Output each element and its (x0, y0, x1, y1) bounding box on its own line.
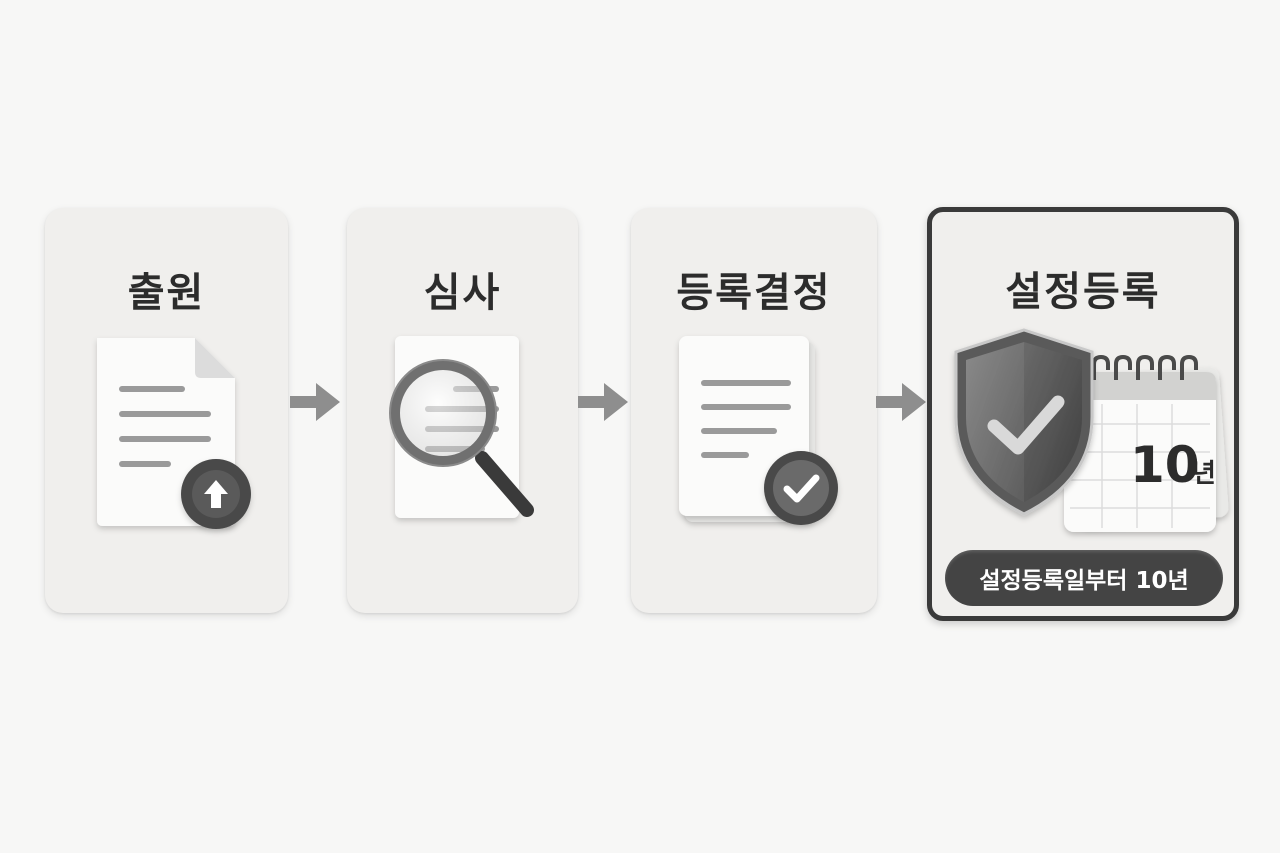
duration-badge: 설정등록일부터 10년 (945, 550, 1223, 606)
calendar-unit: 년 (1192, 459, 1216, 489)
step-title: 출원 (127, 270, 206, 316)
arrow-right-icon (876, 383, 926, 421)
step-card-application: 출원 (45, 208, 288, 613)
document-upload-icon (97, 338, 251, 529)
step-card-examination: 심사 (347, 208, 578, 613)
document-approved-icon (679, 336, 838, 525)
shield-check-icon (954, 328, 1094, 516)
arrow-right-icon (578, 383, 628, 421)
shield-calendar-icon: 10 년 (954, 328, 1229, 532)
step-card-registration-decision: 등록결정 (631, 208, 877, 613)
arrow-right-icon (290, 383, 340, 421)
step-title: 등록결정 (676, 270, 832, 316)
step-title: 심사 (423, 270, 502, 316)
step-title: 설정등록 (1005, 269, 1161, 315)
calendar-number: 10 (1130, 436, 1200, 494)
calendar-icon: 10 년 (1064, 354, 1216, 532)
step-card-establishment-registration: 설정등록 (927, 207, 1239, 621)
document-search-icon (389, 336, 534, 518)
